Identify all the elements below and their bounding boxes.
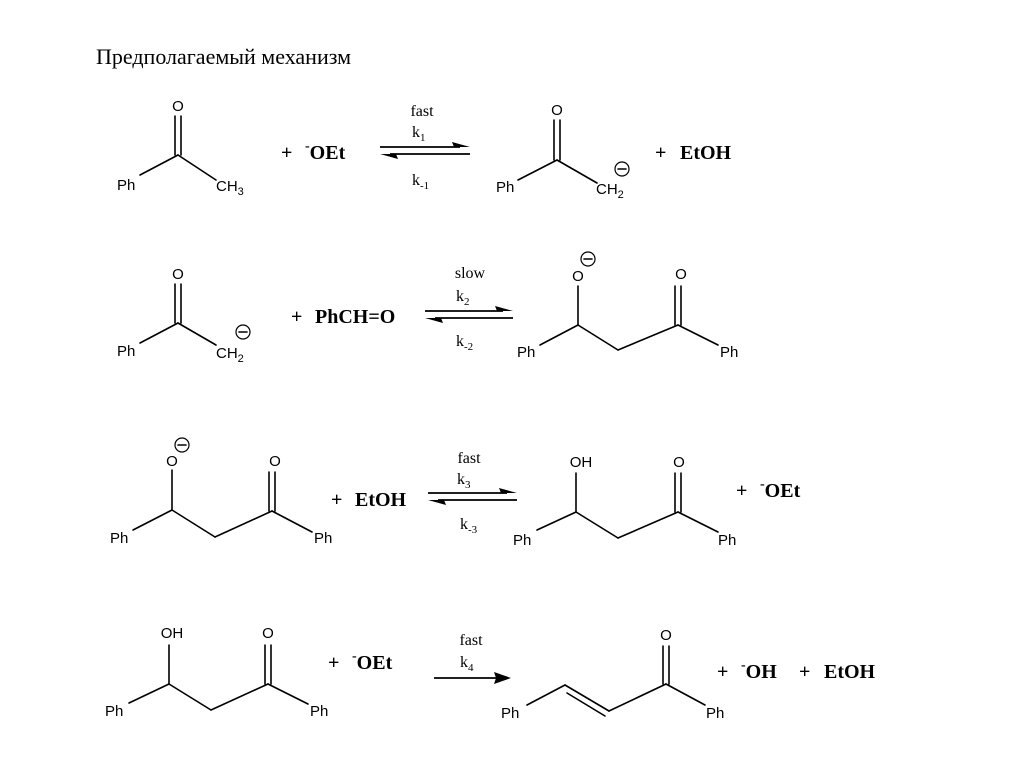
atom-ch2: CH2 — [216, 345, 244, 365]
plus-sign: + — [717, 661, 728, 683]
rate-label-2: slow — [455, 265, 486, 282]
aldol-structure: OH O Ph Ph — [513, 454, 736, 549]
negative-charge-icon — [614, 161, 630, 177]
reagent-ethoxide: -OEt — [352, 649, 393, 674]
atom-ph: Ph — [706, 705, 724, 722]
step-4: OH O Ph Ph + -OEt fast k4 — [105, 625, 876, 722]
atom-o-minus: O — [166, 453, 178, 470]
slide-title: Предполагаемый механизм — [96, 44, 352, 69]
rate-label-4: fast — [459, 632, 483, 649]
reagent-benzaldehyde: PhCH=O — [315, 306, 395, 328]
atom-o: O — [172, 266, 184, 283]
k-minus1-label: k-1 — [412, 172, 429, 192]
plus-sign: + — [331, 489, 342, 511]
k-minus2-label: k-2 — [456, 333, 473, 353]
rate-label-3: fast — [457, 450, 481, 467]
atom-o: O — [262, 625, 274, 642]
acetophenone-structure: O Ph CH3 — [117, 98, 244, 198]
plus-sign: + — [655, 142, 666, 164]
atom-ph: Ph — [501, 705, 519, 722]
plus-sign: + — [799, 661, 810, 683]
k-minus3-label: k-3 — [460, 516, 478, 536]
atom-o: O — [673, 454, 685, 471]
product-hydroxide: -OH — [741, 658, 777, 683]
atom-ch2: CH2 — [596, 181, 624, 201]
step-3: O O Ph Ph + EtOH fast k3 k-3 — [110, 437, 801, 549]
atom-ph: Ph — [517, 344, 535, 361]
aldol-structure: OH O Ph Ph — [105, 625, 328, 720]
k2-label: k2 — [456, 288, 470, 308]
atom-o-minus: O — [572, 268, 584, 285]
k4-label: k4 — [460, 654, 474, 674]
rate-label-1: fast — [410, 103, 434, 120]
atom-o: O — [675, 266, 687, 283]
plus-sign: + — [281, 142, 292, 164]
atom-ch3: CH3 — [216, 178, 244, 198]
atom-o: O — [172, 98, 184, 115]
atom-ph: Ph — [496, 179, 514, 196]
enolate-structure: O Ph CH2 — [496, 102, 630, 201]
equilibrium-arrow-3 — [428, 488, 517, 505]
negative-charge-icon — [235, 324, 251, 340]
atom-oh: OH — [570, 454, 593, 471]
plus-sign: + — [328, 652, 339, 674]
alkoxide-structure: O O Ph Ph — [517, 251, 738, 361]
atom-ph: Ph — [117, 177, 135, 194]
enolate-structure: O Ph CH2 — [117, 266, 251, 365]
step-2: O Ph CH2 + PhCH=O slow k2 k-2 — [117, 251, 738, 365]
atom-ph: Ph — [117, 343, 135, 360]
atom-ph: Ph — [720, 344, 738, 361]
equilibrium-arrow-2 — [425, 306, 513, 323]
k3-label: k3 — [457, 471, 471, 491]
atom-o: O — [269, 453, 281, 470]
atom-ph: Ph — [310, 703, 328, 720]
atom-oh: OH — [161, 625, 184, 642]
atom-ph: Ph — [314, 530, 332, 547]
k1-label: k1 — [412, 124, 426, 144]
step-1: O Ph CH3 + -OEt fast k1 k-1 O — [117, 98, 732, 201]
alkoxide-structure: O O Ph Ph — [110, 437, 332, 547]
equilibrium-arrow-1 — [380, 142, 470, 159]
chalcone-structure: O Ph Ph — [501, 627, 724, 722]
atom-ph: Ph — [110, 530, 128, 547]
product-ethanol: EtOH — [680, 142, 732, 164]
plus-sign: + — [291, 306, 302, 328]
atom-o: O — [551, 102, 563, 119]
atom-ph: Ph — [513, 532, 531, 549]
atom-ph: Ph — [105, 703, 123, 720]
reagent-ethoxide: -OEt — [305, 139, 346, 164]
negative-charge-icon — [580, 251, 596, 267]
plus-sign: + — [736, 480, 747, 502]
product-ethoxide: -OEt — [760, 477, 801, 502]
reagent-ethanol: EtOH — [355, 489, 407, 511]
atom-o: O — [660, 627, 672, 644]
atom-ph: Ph — [718, 532, 736, 549]
negative-charge-icon — [174, 437, 190, 453]
forward-arrow-4 — [434, 672, 511, 684]
product-ethanol: EtOH — [824, 661, 876, 683]
